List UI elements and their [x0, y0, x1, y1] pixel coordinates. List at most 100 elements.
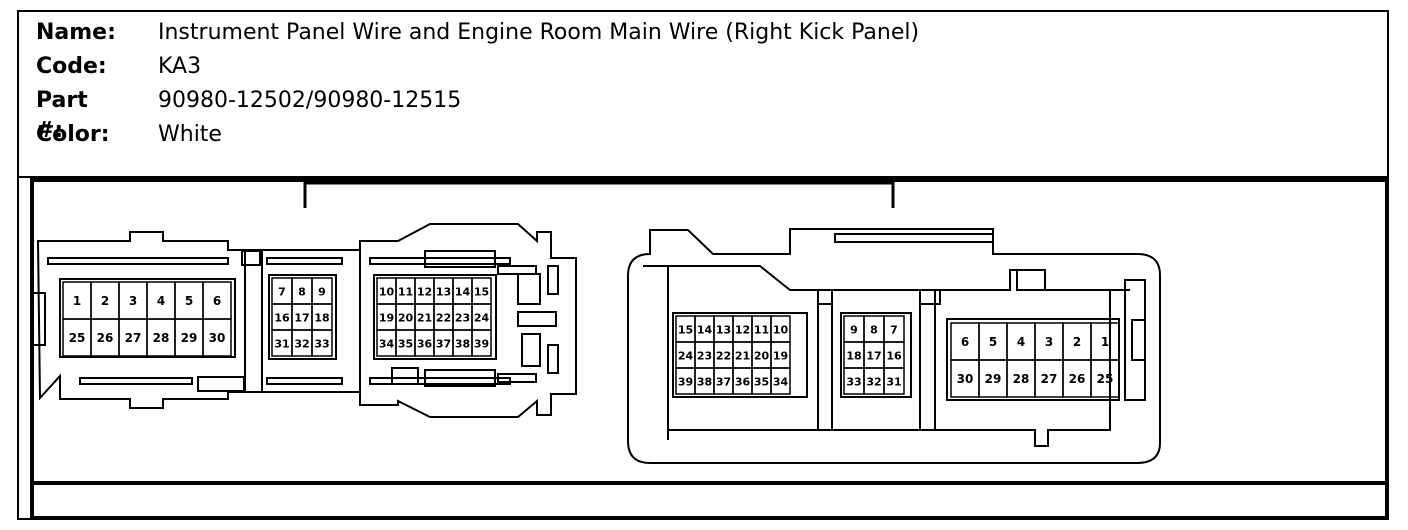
pin-number: 19: [379, 312, 394, 325]
pin-number: 36: [735, 376, 751, 389]
pin-cell: [311, 329, 333, 357]
name-label: Name:: [36, 20, 116, 45]
pin-number: 20: [754, 350, 770, 363]
pin-number: 20: [398, 312, 414, 325]
pin-number: 38: [697, 376, 712, 389]
pin-number: 8: [298, 286, 306, 299]
pin-number: 12: [417, 286, 432, 299]
pin-number: 5: [185, 294, 193, 308]
pin-number: 17: [294, 312, 309, 325]
pin-number: 6: [961, 335, 969, 349]
pin-number: 38: [455, 338, 470, 351]
pin-number: 14: [697, 324, 713, 337]
pin-number: 21: [417, 312, 432, 325]
pin-number: 30: [957, 372, 974, 386]
pin-cell: [471, 329, 492, 357]
male-pin-block-b-frame: [268, 274, 337, 360]
pin-number: 21: [735, 350, 750, 363]
pin-number: 24: [474, 312, 490, 325]
pin-number: 27: [125, 331, 142, 345]
pin-number: 26: [97, 331, 114, 345]
pin-number: 3: [129, 294, 137, 308]
pin-number: 30: [209, 331, 226, 345]
pin-number: 11: [398, 286, 413, 299]
pin-number: 2: [101, 294, 109, 308]
male-connector-housing: [32, 223, 577, 418]
pin-number: 33: [846, 376, 861, 389]
pin-number: 28: [1013, 372, 1030, 386]
pin-number: 19: [773, 350, 788, 363]
pin-number: 15: [474, 286, 489, 299]
pin-number: 10: [379, 286, 395, 299]
female-pin-block-c-frame: [672, 312, 808, 398]
female-connector-housing: [627, 228, 1161, 464]
pin-number: 28: [153, 331, 170, 345]
male-pin-block-a-frame: [59, 278, 236, 358]
pin-cell: [883, 367, 905, 395]
pin-number: 24: [678, 350, 694, 363]
pin-number: 32: [866, 376, 881, 389]
pin-number: 34: [379, 338, 395, 351]
pin-number: 3: [1045, 335, 1053, 349]
pin-cell: [770, 367, 791, 395]
pin-number: 25: [1097, 372, 1114, 386]
pin-number: 25: [69, 331, 86, 345]
pin-number: 4: [157, 294, 165, 308]
pin-number: 15: [678, 324, 693, 337]
pin-number: 7: [890, 324, 898, 337]
part-label: Part #:: [36, 88, 88, 143]
pin-number: 17: [866, 350, 881, 363]
color-value: White: [158, 122, 222, 147]
pin-number: 11: [754, 324, 769, 337]
pin-number: 14: [455, 286, 471, 299]
pin-number: 36: [417, 338, 433, 351]
pin-number: 31: [274, 338, 289, 351]
pin-number: 23: [455, 312, 470, 325]
pin-number: 37: [436, 338, 451, 351]
female-pin-block-b-frame: [840, 312, 912, 398]
pin-number: 1: [1101, 335, 1109, 349]
pin-number: 8: [870, 324, 878, 337]
pin-number: 33: [314, 338, 329, 351]
pin-number: 13: [716, 324, 731, 337]
male-pin-block-c-frame: [373, 274, 497, 360]
pin-number: 4: [1017, 335, 1025, 349]
pin-number: 16: [886, 350, 902, 363]
pin-number: 10: [773, 324, 789, 337]
pin-number: 29: [985, 372, 1002, 386]
pin-number: 27: [1041, 372, 1058, 386]
pin-number: 16: [274, 312, 290, 325]
pin-cell: [202, 318, 232, 357]
pin-number: 9: [318, 286, 326, 299]
pin-number: 39: [678, 376, 693, 389]
pin-number: 12: [735, 324, 750, 337]
pin-number: 29: [181, 331, 198, 345]
pin-number: 13: [436, 286, 451, 299]
pin-number: 32: [294, 338, 309, 351]
name-value: Instrument Panel Wire and Engine Room Ma…: [158, 20, 920, 45]
pin-number: 22: [716, 350, 731, 363]
pin-number: 22: [436, 312, 451, 325]
pin-number: 2: [1073, 335, 1081, 349]
pin-number: 18: [846, 350, 861, 363]
pin-number: 6: [213, 294, 221, 308]
pin-number: 26: [1069, 372, 1086, 386]
pin-number: 39: [474, 338, 489, 351]
diagram-border: [17, 176, 1389, 520]
male-pin-block-a: 1 2 3 4 5 6 25 26 27 28 29 30: [59, 278, 236, 358]
pin-number: 18: [314, 312, 329, 325]
code-label: Code:: [36, 54, 107, 79]
pin-number: 31: [886, 376, 901, 389]
pin-number: 35: [754, 376, 769, 389]
pin-number: 35: [398, 338, 413, 351]
pin-number: 9: [850, 324, 858, 337]
part-value: 90980-12502/90980-12515: [158, 88, 462, 113]
pin-number: 1: [73, 294, 81, 308]
